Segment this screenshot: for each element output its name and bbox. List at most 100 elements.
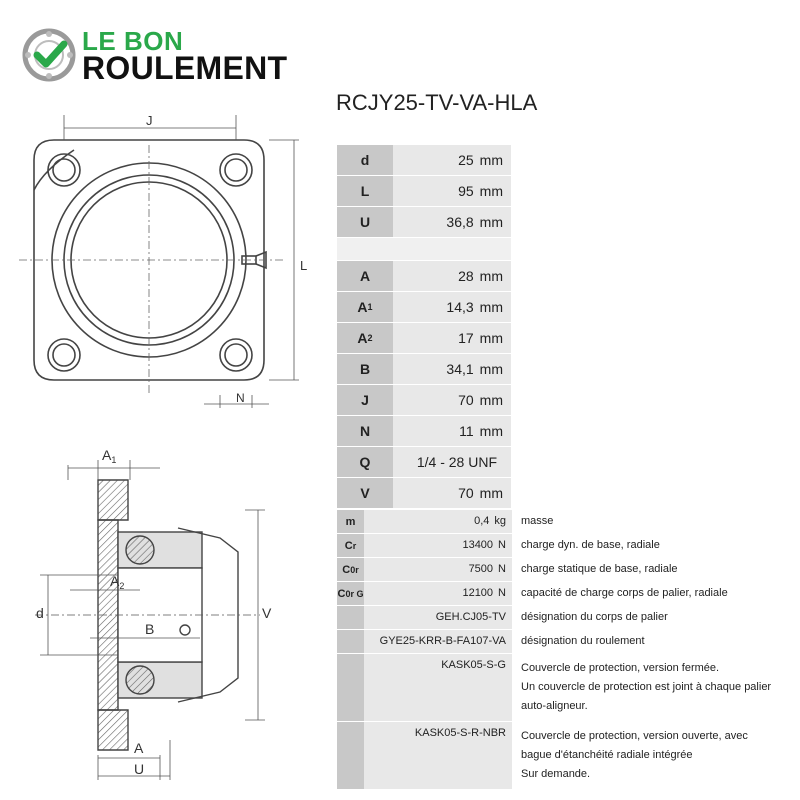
dimension-symbol-letter: U: [359, 214, 371, 230]
dimension-symbol-letter: L: [360, 183, 370, 199]
property-description-line: Un couvercle de protection est joint à c…: [521, 681, 772, 693]
dimension-symbol: B: [337, 354, 393, 384]
property-description-line: auto-aligneur.: [521, 700, 588, 712]
property-description: désignation du roulement: [512, 630, 800, 653]
housing-section-view-drawing: A1 A2 B d V A U: [35, 447, 272, 780]
dimension-value: 36,8: [446, 214, 474, 230]
dimension-symbol-letter: A: [357, 299, 368, 315]
property-unit: N: [498, 563, 506, 575]
property-row: GYE25-KRR-B-FA107-VA désignation du roule…: [337, 630, 800, 654]
property-value: 12100: [462, 587, 494, 599]
svg-text:A1: A1: [102, 447, 116, 465]
dim-label-a1: A: [102, 447, 112, 463]
property-value-cell: GEH.CJ05-TV: [364, 606, 512, 629]
property-value-cell: KASK05-S-G: [364, 654, 512, 721]
property-symbol-letter: C: [344, 539, 353, 552]
dimension-unit: mm: [479, 299, 503, 315]
property-description: Couvercle de protection, version fermée.…: [512, 654, 800, 721]
dimension-unit: mm: [479, 214, 503, 230]
property-value-cell: KASK05-S-R-NBR: [364, 722, 512, 789]
dimension-value: 25: [458, 152, 474, 168]
dimension-row: B 34,1 mm: [337, 354, 511, 385]
dimension-symbol: V: [337, 478, 393, 508]
property-description-line: charge statique de base, radiale: [521, 563, 678, 575]
dimension-unit: mm: [479, 183, 503, 199]
property-unit: kg: [494, 515, 506, 527]
dimension-unit: mm: [479, 268, 503, 284]
dimension-value: 34,1: [446, 361, 474, 377]
property-symbol-subscript: 0r: [350, 564, 359, 575]
dimension-unit: mm: [479, 423, 503, 439]
dim-label-a: A: [134, 740, 144, 756]
dimension-value: 11: [459, 423, 474, 439]
dimension-symbol: Q: [337, 447, 393, 477]
bearing-check-icon: [22, 28, 76, 82]
product-title: RCJY25-TV-VA-HLA: [336, 90, 538, 115]
property-value-cell: 7500 N: [364, 558, 512, 581]
dimension-symbol: U: [337, 207, 393, 237]
dimension-symbol-subscript: 1: [367, 302, 373, 312]
property-description: Couvercle de protection, version ouverte…: [512, 722, 800, 789]
dimension-value: 70: [458, 392, 474, 408]
svg-text:A2: A2: [110, 573, 124, 591]
logo: LE BON ROULEMENT: [22, 26, 302, 86]
dimension-symbol-letter: A: [359, 268, 371, 284]
dimension-symbol: N: [337, 416, 393, 446]
dimension-symbol: L: [337, 176, 393, 206]
property-symbol: m: [337, 510, 364, 533]
property-description-line: désignation du corps de palier: [521, 611, 668, 623]
dim-label-b: B: [145, 621, 154, 637]
dimension-symbol-letter: B: [359, 361, 371, 377]
dimension-symbol-letter: V: [360, 485, 370, 501]
property-value: KASK05-S-G: [441, 659, 506, 671]
dim-label-u: U: [134, 761, 144, 777]
property-row: GEH.CJ05-TV désignation du corps de palie…: [337, 606, 800, 630]
property-value: 7500: [468, 563, 494, 575]
dim-label-a1-sub: 1: [111, 455, 116, 465]
dimension-symbol: d: [337, 145, 393, 175]
dimension-value-cell: 34,1 mm: [393, 354, 511, 384]
dimension-value: 14,3: [446, 299, 474, 315]
dimension-unit: mm: [479, 361, 503, 377]
property-unit: N: [498, 539, 506, 551]
property-description-line: charge dyn. de base, radiale: [521, 539, 660, 551]
property-description-line: désignation du roulement: [521, 635, 645, 647]
dim-label-a2-sub: 2: [119, 581, 124, 591]
property-value-cell: GYE25-KRR-B-FA107-VA: [364, 630, 512, 653]
property-symbol: [337, 606, 364, 629]
dim-label-v: V: [262, 605, 272, 621]
logo-text-top: LE BON: [82, 26, 184, 56]
property-description-line: capacité de charge corps de palier, radi…: [521, 587, 728, 599]
property-symbol-letter: C: [337, 587, 346, 600]
property-description: capacité de charge corps de palier, radi…: [512, 582, 800, 605]
dimension-unit: mm: [479, 392, 503, 408]
property-description: charge statique de base, radiale: [512, 558, 800, 581]
dimension-value: 1/4 - 28 UNF: [416, 454, 497, 470]
property-value-cell: 13400 N: [364, 534, 512, 557]
property-value: 13400: [462, 539, 494, 551]
property-unit: N: [498, 587, 506, 599]
property-row: KASK05-S-G Couvercle de protection, versi…: [337, 654, 800, 722]
property-description: masse: [512, 510, 800, 533]
property-value: GEH.CJ05-TV: [435, 611, 506, 623]
